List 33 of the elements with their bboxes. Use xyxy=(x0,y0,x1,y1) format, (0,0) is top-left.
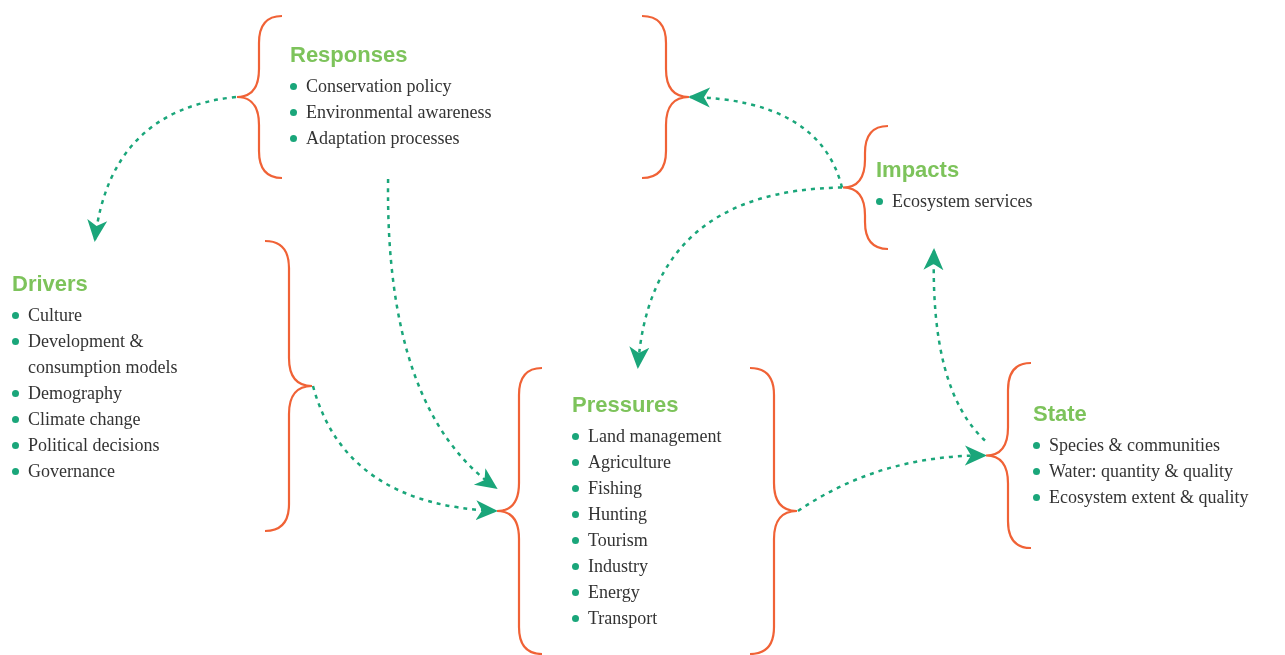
list-item: Tourism xyxy=(588,529,648,552)
list-item: Conservation policy xyxy=(306,75,452,98)
heading: State xyxy=(1033,400,1087,428)
list-item: Agriculture xyxy=(588,451,671,474)
list-item: Industry xyxy=(588,555,648,578)
list-item: Hunting xyxy=(588,503,647,526)
dashed-arrow xyxy=(797,445,987,513)
list-item: Species & communities xyxy=(1049,434,1220,457)
list-item: Transport xyxy=(588,607,658,630)
dashed-arrow xyxy=(311,385,498,520)
heading: Drivers xyxy=(12,270,88,298)
list-item: Fishing xyxy=(588,477,643,500)
list-item: Climate change xyxy=(28,408,141,431)
list-item: Adaptation processes xyxy=(306,127,460,150)
heading: Responses xyxy=(290,41,408,69)
heading: Pressures xyxy=(572,391,679,419)
list-item: Land management xyxy=(588,425,722,448)
heading: Impacts xyxy=(876,156,960,184)
dashed-arrow xyxy=(88,95,237,242)
list-item: Environmental awareness xyxy=(306,101,492,124)
list-item: Energy xyxy=(588,581,640,604)
dashed-arrow xyxy=(923,248,986,442)
list-item: Governance xyxy=(28,460,115,483)
list-item: Culture xyxy=(28,304,82,327)
list-item: Water: quantity & quality xyxy=(1049,460,1233,483)
list-item: Political decisions xyxy=(28,434,160,457)
list-item: Demography xyxy=(28,382,122,405)
dashed-arrow xyxy=(386,179,498,490)
dashed-arrow xyxy=(630,186,843,369)
list-item: Ecosystem extent & quality xyxy=(1049,486,1249,509)
dashed-arrow xyxy=(688,88,844,188)
list-item: Ecosystem services xyxy=(892,190,1033,213)
list-item: Development & consumption models xyxy=(28,330,179,379)
